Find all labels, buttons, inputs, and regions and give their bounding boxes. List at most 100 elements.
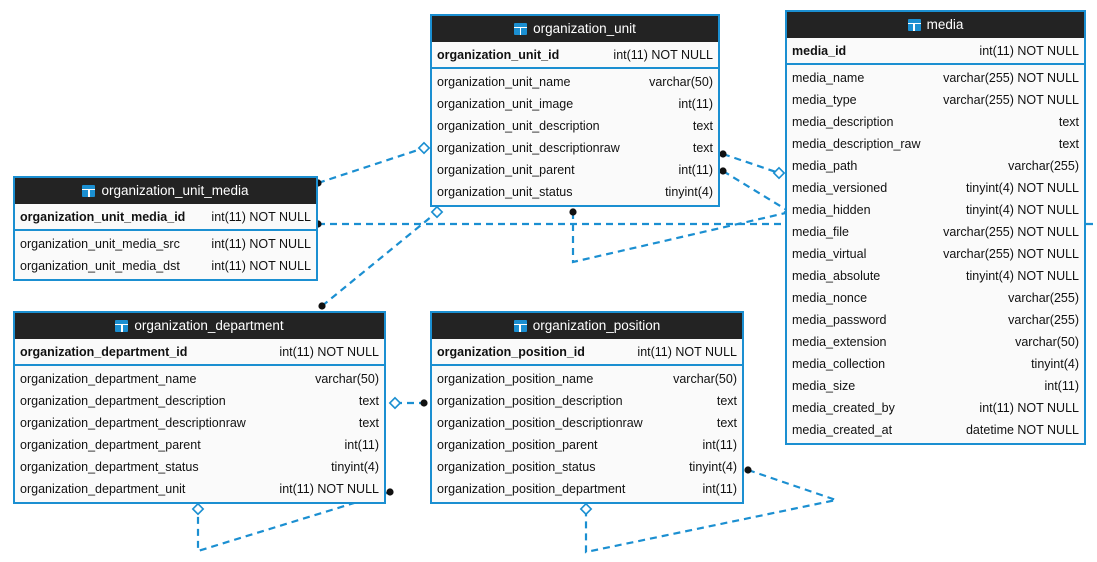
table-title: organization_unit_media bbox=[101, 183, 249, 198]
column-row[interactable]: media_password varchar(255) bbox=[787, 309, 1084, 331]
column-name: organization_unit_media_dst bbox=[20, 259, 180, 273]
column-type: tinyint(4) NOT NULL bbox=[966, 269, 1079, 283]
table-header-organization_department[interactable]: organization_department bbox=[15, 313, 384, 339]
column-type: varchar(255) NOT NULL bbox=[943, 247, 1079, 261]
column-row[interactable]: media_versioned tinyint(4) NOT NULL bbox=[787, 177, 1084, 199]
column-name: media_password bbox=[792, 313, 887, 327]
relationship-line[interactable] bbox=[722, 170, 791, 213]
primary-key-row[interactable]: media_id int(11) NOT NULL bbox=[787, 38, 1084, 65]
column-name: organization_position_description bbox=[437, 394, 623, 408]
table-header-media[interactable]: media bbox=[787, 12, 1084, 38]
column-name: media_absolute bbox=[792, 269, 881, 283]
column-type: tinyint(4) bbox=[331, 460, 379, 474]
column-row[interactable]: media_type varchar(255) NOT NULL bbox=[787, 89, 1084, 111]
table-header-organization_position[interactable]: organization_position bbox=[432, 313, 742, 339]
column-name: organization_department_status bbox=[20, 460, 199, 474]
column-name: organization_unit_image bbox=[437, 97, 574, 111]
column-type: int(11) bbox=[702, 438, 737, 452]
table-icon bbox=[115, 320, 129, 332]
relationship-line[interactable] bbox=[321, 211, 438, 307]
column-type: int(11) bbox=[678, 163, 713, 177]
table-header-organization_unit_media[interactable]: organization_unit_media bbox=[15, 178, 316, 204]
relation-one-endpoint bbox=[417, 141, 431, 155]
column-name: organization_department_unit bbox=[20, 482, 186, 496]
table-header-organization_unit[interactable]: organization_unit bbox=[432, 16, 718, 42]
column-type: tinyint(4) bbox=[665, 185, 713, 199]
column-type: varchar(255) NOT NULL bbox=[943, 93, 1079, 107]
relation-many-endpoint bbox=[386, 488, 394, 496]
column-type: tinyint(4) NOT NULL bbox=[966, 181, 1079, 195]
column-name: media_size bbox=[792, 379, 856, 393]
column-name: organization_department_parent bbox=[20, 438, 201, 452]
column-type: int(11) NOT NULL bbox=[979, 401, 1079, 415]
column-name: media_name bbox=[792, 71, 865, 85]
column-type: text bbox=[358, 394, 379, 408]
relation-one-endpoint bbox=[191, 502, 205, 516]
column-name: media_type bbox=[792, 93, 857, 107]
column-type: varchar(255) bbox=[1008, 313, 1079, 327]
table-title: organization_department bbox=[134, 318, 284, 333]
table-organization_unit_media[interactable]: organization_unit_media organization_unit… bbox=[13, 176, 318, 281]
column-row[interactable]: organization_department_status tinyint(4) bbox=[15, 456, 384, 478]
relationship-line[interactable] bbox=[317, 146, 425, 185]
column-name: organization_position_descriptionraw bbox=[437, 416, 643, 430]
column-name: media_id bbox=[792, 43, 847, 58]
column-type: int(11) NOT NULL bbox=[979, 43, 1079, 58]
column-type: varchar(50) bbox=[649, 75, 713, 89]
relation-one-endpoint bbox=[579, 502, 593, 516]
column-type: int(11) NOT NULL bbox=[211, 209, 311, 224]
column-type: varchar(50) bbox=[673, 372, 737, 386]
column-name: organization_unit_description bbox=[437, 119, 600, 133]
column-name: media_versioned bbox=[792, 181, 888, 195]
column-name: media_nonce bbox=[792, 291, 868, 305]
relationship-line[interactable] bbox=[571, 210, 791, 264]
column-name: organization_position_id bbox=[437, 344, 585, 359]
column-type: varchar(50) bbox=[1015, 335, 1079, 349]
relationship-line[interactable] bbox=[722, 152, 780, 175]
column-name: media_file bbox=[792, 225, 849, 239]
table-organization_department[interactable]: organization_department organization_depa… bbox=[13, 311, 386, 504]
column-row[interactable]: media_absolute tinyint(4) NOT NULL bbox=[787, 265, 1084, 287]
